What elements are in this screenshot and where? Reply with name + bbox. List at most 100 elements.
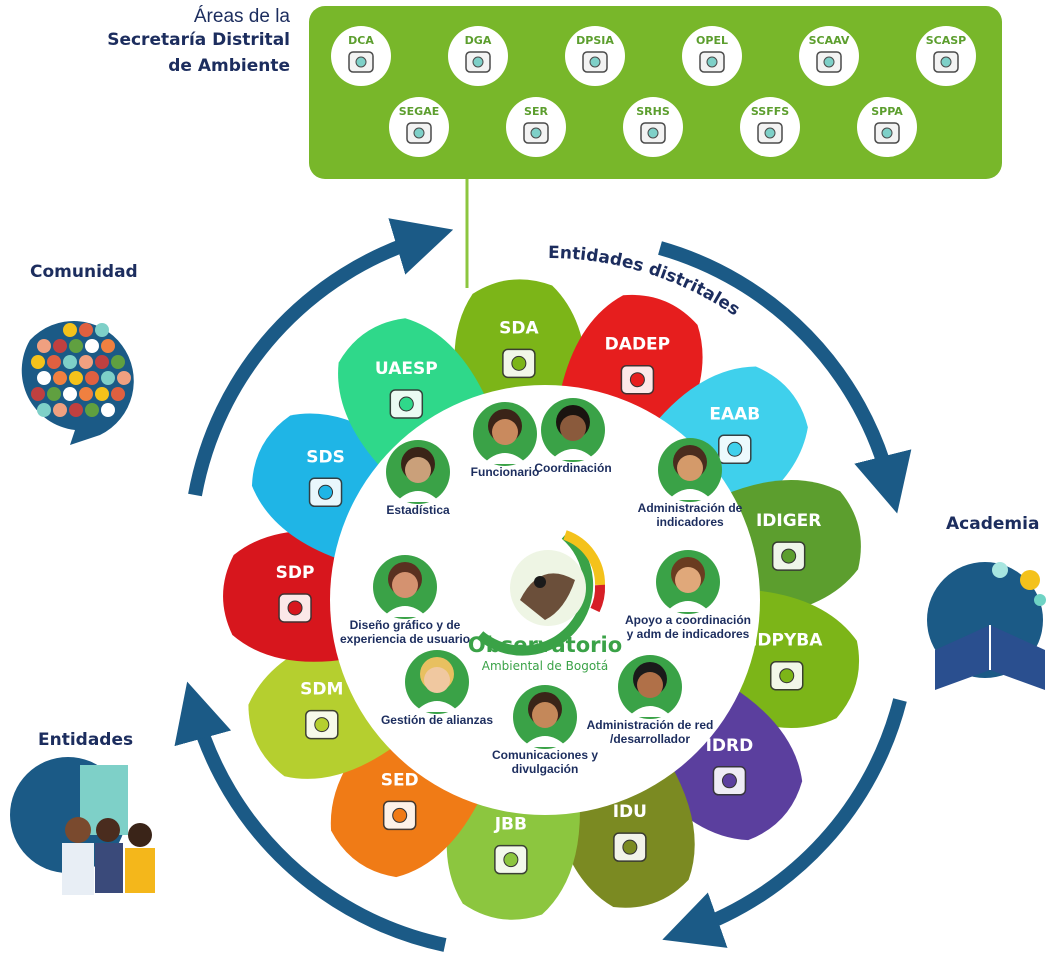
comunidad-illustration (21, 321, 134, 445)
heart-plus-icon (308, 477, 343, 508)
volleyball-player-icon (712, 766, 747, 796)
area-dga: DGA (448, 26, 508, 86)
water-tap-icon (718, 434, 752, 465)
area-code: SRHS (636, 105, 670, 118)
sda-areas-panel: DCA DGA DPSIA OPEL SCAAV SCASP SEGAE SER SRHS SSF… (309, 6, 1002, 288)
area-sppa: SPPA (857, 97, 917, 157)
person-avatar-icon (618, 655, 682, 719)
area-code: DCA (348, 34, 374, 47)
handshake-icon (465, 51, 491, 73)
academia-illustration (927, 562, 1046, 690)
person-avatar-icon (373, 555, 437, 619)
entity-sda: SDA (454, 279, 587, 413)
person-avatar-icon (405, 650, 469, 714)
eco-building-icon (406, 122, 432, 144)
entity-sds: SDS (251, 413, 404, 562)
arrow-bottom-right (662, 698, 907, 948)
area-code: SSFFS (751, 105, 789, 118)
area-segae: SEGAE (389, 97, 449, 157)
entity-code: SDS (306, 447, 345, 467)
area-code: SPPA (871, 105, 903, 118)
area-code: SER (524, 105, 548, 118)
earth-thermometer-icon (771, 541, 806, 571)
entity-code: IDU (613, 802, 647, 822)
area-opel: OPEL (682, 26, 742, 86)
area-code: SCAAV (809, 34, 850, 47)
role-label: Coordinación (534, 461, 611, 475)
area-code: SEGAE (399, 105, 440, 118)
role-label: divulgación (512, 762, 579, 776)
header-line-2: Secretaría Distrital (107, 30, 290, 50)
waste-bag-icon (933, 51, 959, 73)
gear-check-icon (348, 51, 374, 73)
person-avatar-icon (658, 438, 722, 502)
area-ssffs: SSFFS (740, 97, 800, 157)
role-label: Comunicaciones y (492, 748, 598, 762)
entity-code: DADEP (605, 335, 670, 355)
entity-code: EAAB (709, 404, 760, 424)
role-label: indicadores (656, 515, 724, 529)
role-label: Administración de red (587, 718, 714, 732)
policy-document-icon (874, 122, 900, 144)
entity-jbb: JBB (446, 784, 580, 920)
entity-code: SDA (499, 318, 539, 338)
entity-uaesp: UAESP (338, 318, 489, 473)
entity-code: SDM (300, 680, 343, 700)
role-7: Gestión de alianzas (381, 650, 493, 727)
area-ser: SER (506, 97, 566, 157)
role-label: Funcionario (471, 465, 540, 479)
role-label: Administración de (638, 501, 743, 515)
area-code: DGA (465, 34, 492, 47)
arrow-top-left (188, 218, 454, 497)
role-2: Coordinación (534, 398, 612, 475)
area-dpsia: DPSIA (565, 26, 625, 86)
entity-eaab: EAAB (652, 366, 808, 521)
role-1: Funcionario (471, 402, 540, 479)
role-label: Diseño gráfico y de (350, 618, 461, 632)
entidades-label: Entidades (38, 730, 134, 750)
police-officer-icon (699, 51, 725, 73)
brain-book-icon (382, 800, 417, 831)
plants-soil-icon (757, 122, 783, 144)
entity-code: IDIGER (756, 511, 821, 531)
recycle-bins-icon (389, 389, 424, 419)
entity-code: IDRD (706, 736, 754, 756)
map-pin-icon (278, 593, 312, 623)
cycle-arrows (174, 218, 912, 952)
dog-cat-icon (769, 660, 804, 691)
area-srhs: SRHS (623, 97, 683, 157)
entity-code: SED (381, 770, 419, 790)
person-avatar-icon (513, 685, 577, 749)
entidades-illustration (10, 757, 155, 895)
logo-subtitle: Ambiental de Bogotá (482, 659, 608, 673)
trees-icon (494, 844, 528, 875)
presentation-board-icon (582, 51, 608, 73)
person-avatar-icon (473, 402, 537, 466)
role-label: y adm de indicadores (627, 627, 750, 641)
person-avatar-icon (656, 550, 720, 614)
area-code: OPEL (696, 34, 728, 47)
logo-title: Observatorio (468, 633, 622, 657)
role-5: Administración de red/desarrollador (587, 655, 714, 746)
header-line-1: Áreas de la (193, 6, 290, 27)
road-barrier-icon (613, 832, 647, 862)
area-dca: DCA (331, 26, 391, 86)
polluted-air-icon (816, 51, 842, 73)
area-code: SCASP (926, 34, 967, 47)
arrow-bottom-left (174, 681, 447, 952)
entity-code: JBB (494, 815, 527, 835)
ecosystem-cycle-icon (523, 122, 549, 144)
person-avatar-icon (541, 398, 605, 462)
observatorio-logo: Observatorio Ambiental de Bogotá (468, 530, 622, 673)
entity-sdp: SDP (223, 530, 352, 662)
comunidad-label: Comunidad (30, 262, 138, 282)
area-scaav: SCAAV (799, 26, 859, 86)
header-line-3: de Ambiente (168, 56, 290, 76)
entity-code: IDPYBA (751, 631, 823, 651)
entity-petals: SDA DADEP EAAB IDIGER IDPYBA IDRD IDU JBB SED SDM… (223, 279, 861, 920)
role-9: Estadística (386, 440, 450, 517)
bus-icon (305, 709, 339, 740)
